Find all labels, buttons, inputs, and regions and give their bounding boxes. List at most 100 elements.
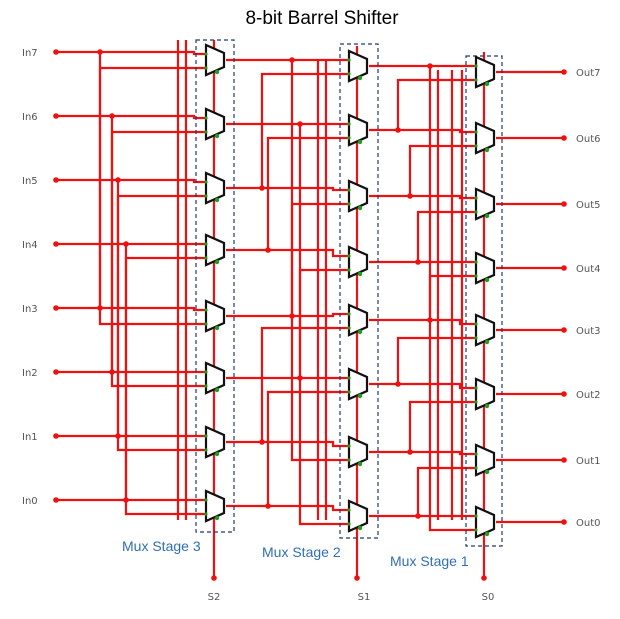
mux-select-pin — [357, 461, 363, 467]
mux-select-pin — [214, 387, 220, 393]
mux-body — [474, 443, 496, 477]
mux-body — [474, 55, 496, 89]
mux-body — [474, 377, 496, 411]
mux-select-pin — [357, 393, 363, 399]
mux-input-pin — [474, 196, 478, 200]
output-dot — [561, 265, 567, 271]
stage2-mux — [347, 179, 369, 213]
wire-junction — [395, 381, 401, 387]
input-label: In0 — [22, 496, 38, 507]
wire-junction — [97, 49, 103, 55]
stage1-mux — [474, 55, 496, 89]
mux-body — [204, 233, 226, 267]
mux-select-pin — [357, 205, 363, 211]
stage-boxes — [195, 39, 503, 547]
wire-junction — [259, 439, 265, 445]
shift2-wire — [290, 60, 349, 462]
mux-select-pin — [214, 197, 220, 203]
input-label: In1 — [22, 432, 38, 443]
mux-input-pin — [347, 188, 351, 192]
mux-input-pin — [347, 376, 351, 380]
mux-select-pin — [214, 451, 220, 457]
stage3-mux — [204, 489, 226, 523]
stage2-out-wire — [369, 318, 476, 326]
mux-input-pin — [347, 326, 351, 330]
stage-label: Mux Stage 1 — [390, 553, 469, 569]
mux-input-pin — [347, 312, 351, 316]
mux-input-pin — [204, 180, 208, 184]
select-dot — [211, 575, 217, 581]
output-label: Out1 — [576, 456, 601, 467]
mux-select-pin — [214, 515, 220, 521]
mux-input-pin — [204, 256, 208, 260]
mux-body — [474, 121, 496, 155]
mux-input-pin — [474, 336, 478, 340]
shift1-wire — [408, 400, 476, 452]
mux-select-pin — [484, 469, 490, 475]
mux-select-pin — [484, 277, 490, 283]
output-dot — [561, 391, 567, 397]
wire-junction — [289, 57, 295, 63]
stage-box — [465, 55, 503, 547]
input-wire — [56, 114, 206, 120]
select-label: S0 — [482, 592, 495, 603]
mux-body — [347, 435, 369, 469]
mux-select-pin — [357, 525, 363, 531]
mux-body — [204, 171, 226, 205]
mux-input-pin — [204, 384, 208, 388]
output-dot — [561, 135, 567, 141]
mux-input-pin — [347, 202, 351, 206]
stage3-mux — [204, 107, 226, 141]
stage1-mux — [474, 121, 496, 155]
select-label: S2 — [208, 592, 221, 603]
mux-input-pin — [204, 130, 208, 134]
input-label: In5 — [22, 176, 38, 187]
stage1-mux — [474, 505, 496, 539]
diagram-title: 8-bit Barrel Shifter — [245, 8, 399, 29]
mux-body — [474, 251, 496, 285]
mux-body — [204, 489, 226, 523]
stage3-out-wire — [226, 186, 349, 192]
output-dot — [561, 519, 567, 525]
mux-input-pin — [347, 444, 351, 448]
stage1-mux — [474, 313, 496, 347]
shift2-wire — [260, 326, 349, 442]
mux-input-pin — [347, 122, 351, 126]
mux-body — [347, 303, 369, 337]
output-label: Out4 — [576, 264, 601, 275]
stage3-out-wire — [226, 440, 349, 448]
stage2-out-wire — [369, 128, 476, 134]
wire-junction — [259, 185, 265, 191]
output-label: Out0 — [576, 518, 601, 529]
mux-select-pin — [357, 75, 363, 81]
wire-junction — [123, 241, 129, 247]
mux-input-pin — [474, 514, 478, 518]
shift4-wire — [124, 256, 206, 500]
shift1-wire — [408, 144, 476, 196]
stage1-mux — [474, 377, 496, 411]
mux-input-pin — [474, 322, 478, 326]
mux-body — [347, 367, 369, 401]
wire-junction — [395, 127, 401, 133]
mux-body — [204, 425, 226, 459]
stage3-out-wire — [226, 312, 349, 318]
stage2-mux — [347, 435, 369, 469]
mux-body — [347, 245, 369, 279]
shift1-wire — [396, 336, 476, 384]
wire-junction — [265, 247, 271, 253]
shift4-wire — [110, 116, 206, 388]
shift2-wire — [260, 72, 349, 188]
wire-junction — [415, 513, 421, 519]
input-label: In6 — [22, 112, 38, 123]
mux-body — [474, 187, 496, 221]
mux-body — [204, 361, 226, 395]
stage3-mux — [204, 171, 226, 205]
wire-junction — [407, 449, 413, 455]
wire-junction — [407, 193, 413, 199]
wires — [53, 40, 567, 581]
mux-select-pin — [484, 81, 490, 87]
input-label: In2 — [22, 368, 38, 379]
output-label: Out2 — [576, 390, 601, 401]
input-wire — [56, 306, 206, 312]
output-label: Out7 — [576, 68, 601, 79]
